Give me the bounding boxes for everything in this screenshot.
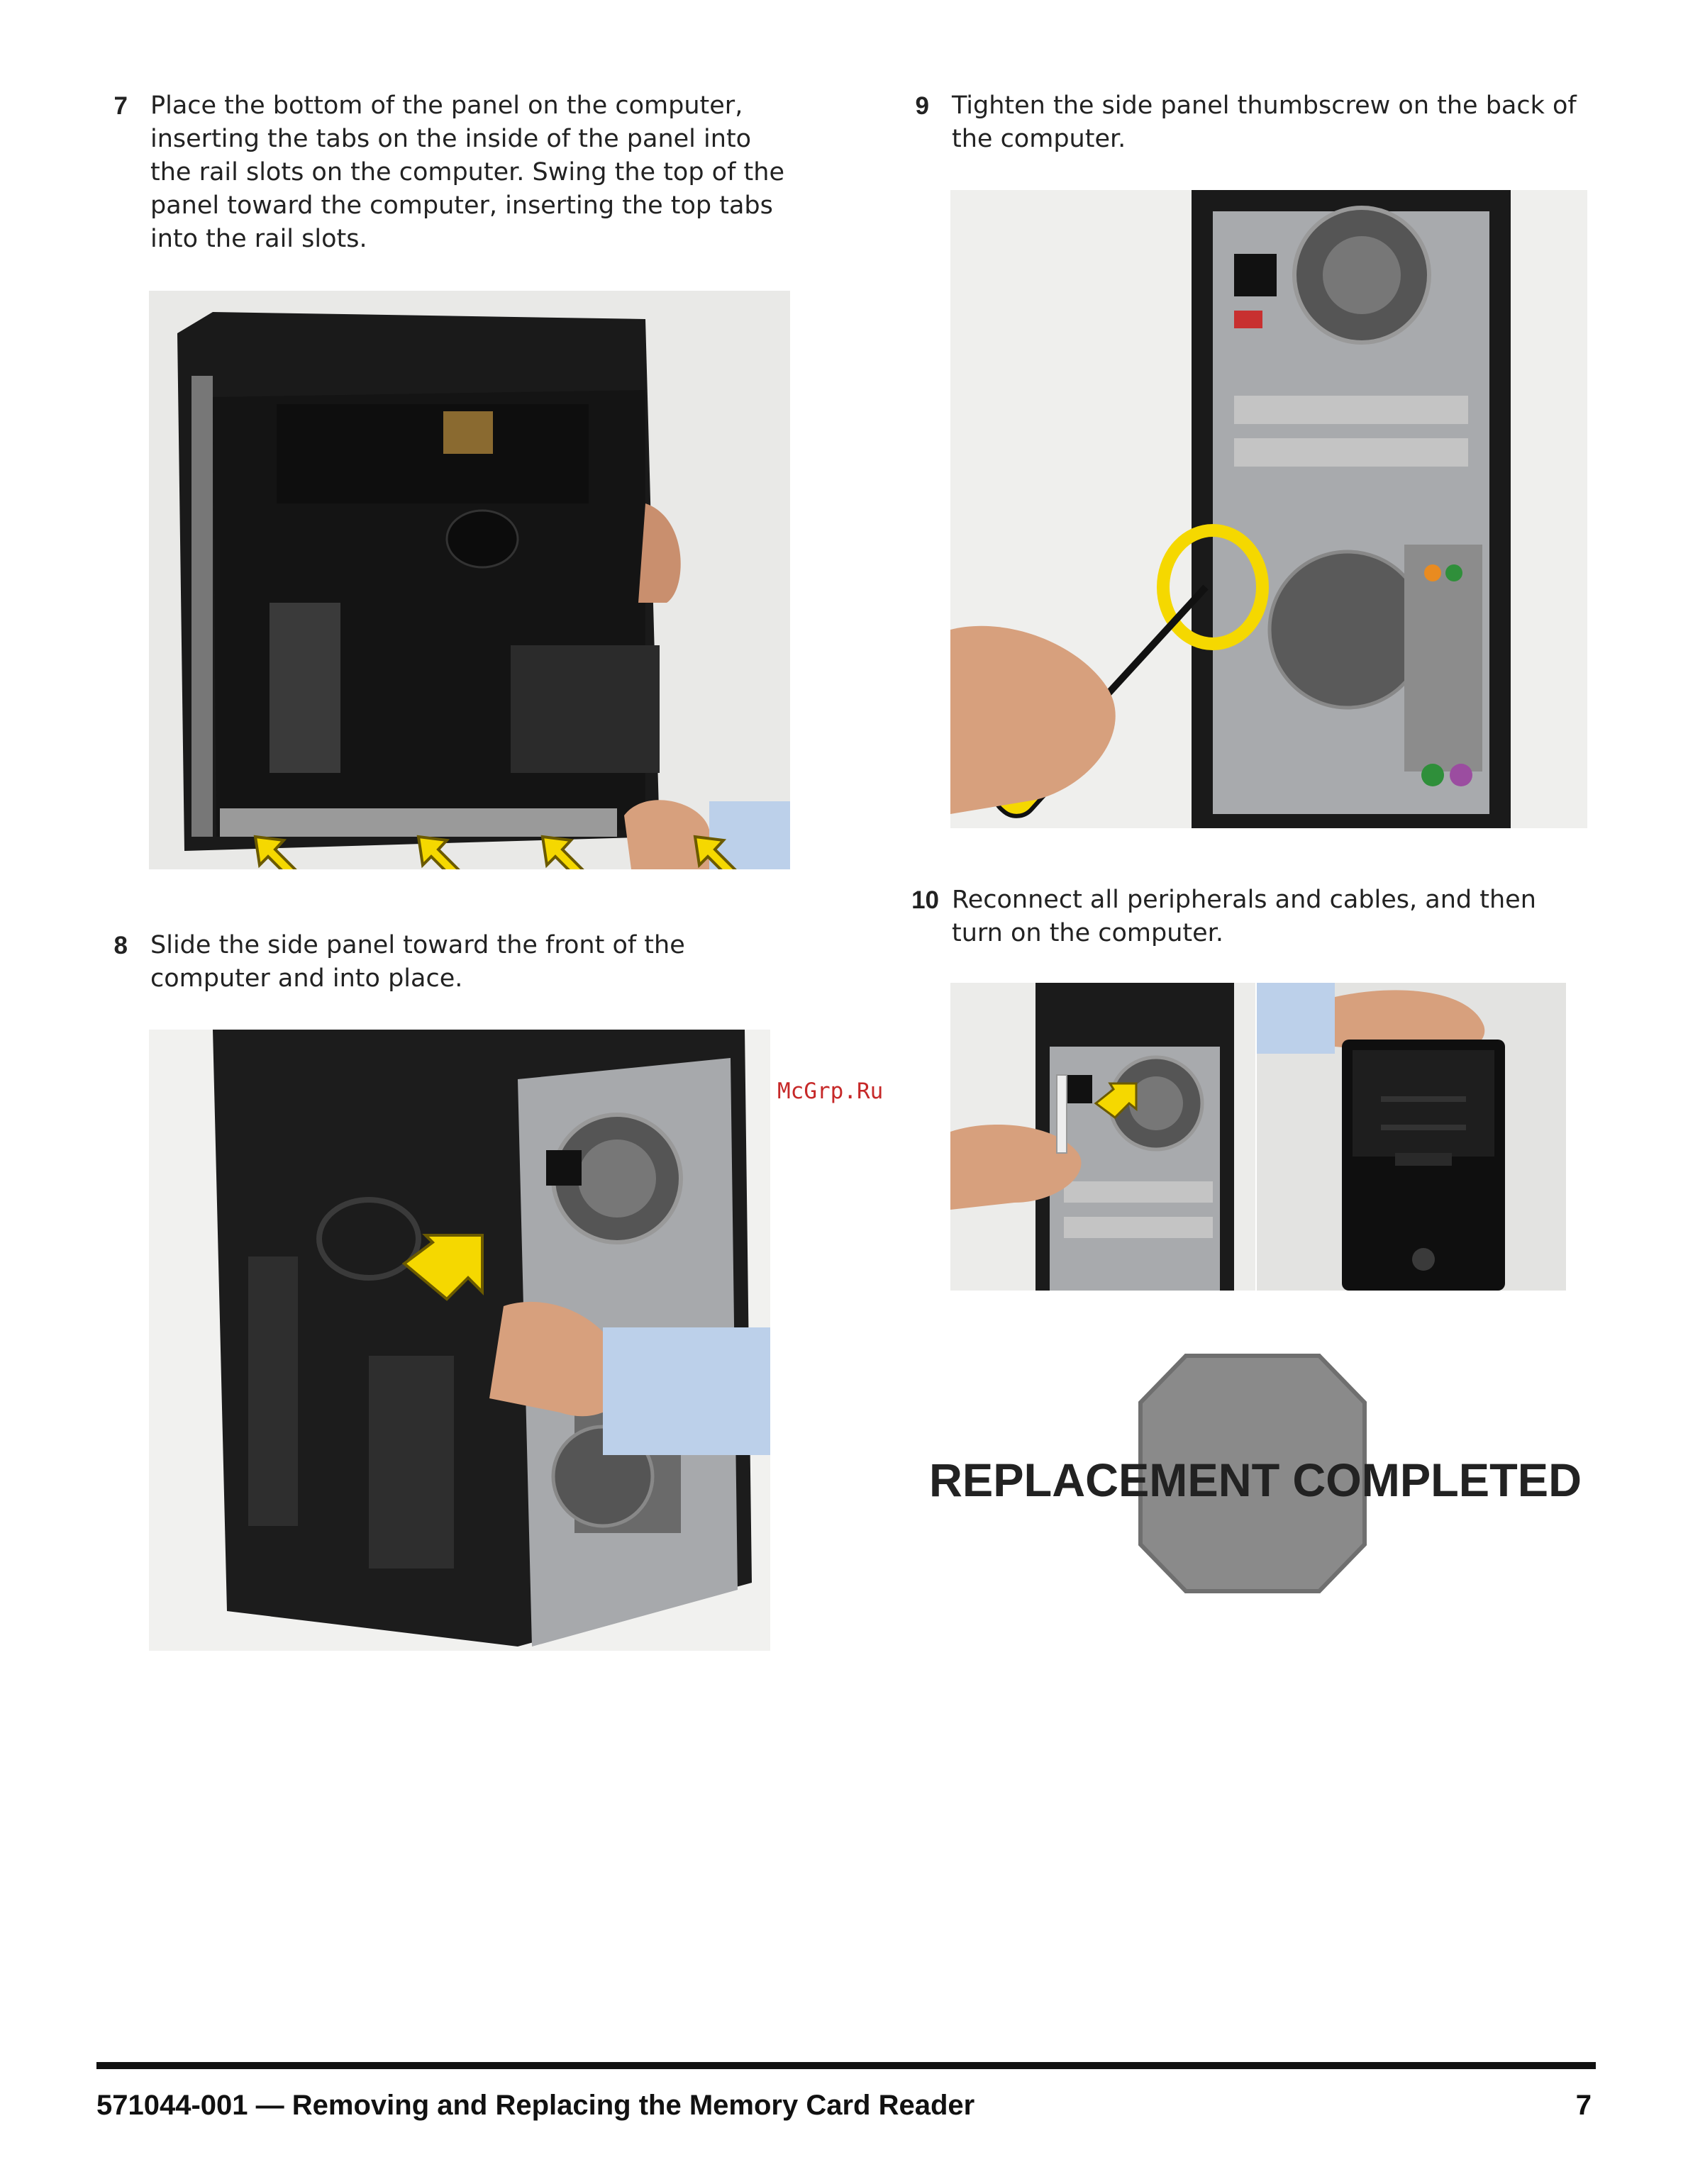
step-number: 10 [911,886,939,914]
step-text: Place the bottom of the panel on the com… [150,91,784,253]
photo-step-10-reconnect-cables [950,983,1255,1291]
photo-step-8-slide-panel [149,1030,770,1651]
photo-step-7-panel-placement [149,291,790,869]
replacement-completed-stop-sign: REPLACEMENT COMPLETED [915,1353,1596,1594]
step-number: 8 [113,932,128,959]
footer-title: 571044-001 — Removing and Replacing the … [96,2090,975,2121]
step-number: 7 [113,92,128,120]
step-text: Reconnect all peripherals and cables, an… [952,886,1536,947]
step-text: Slide the side panel toward the front of… [150,931,685,993]
footer-rule [96,2062,1596,2069]
watermark: McGrp.Ru [777,1079,884,1104]
stop-sign-text: REPLACEMENT COMPLETED [929,1454,1582,1506]
stop-octagon-icon [1138,1354,1367,1593]
step-number: 9 [915,92,929,120]
page-number: 7 [1575,2090,1592,2121]
photo-step-9-thumbscrew [950,190,1587,828]
step-text: Tighten the side panel thumbscrew on the… [952,91,1577,153]
photo-step-10-power-on [1257,983,1566,1291]
